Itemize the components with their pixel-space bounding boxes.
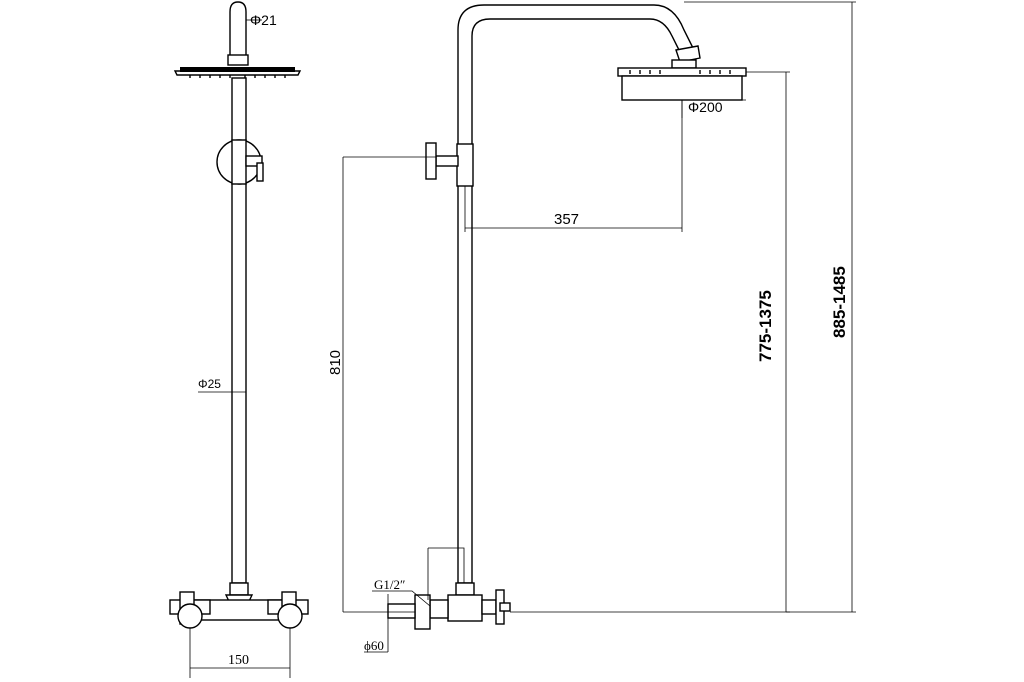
side-arch-outer <box>457 4 695 148</box>
side-view: Φ200 357 810 G1/2″ ϕ60 775-1375 885-1485 <box>327 1 856 653</box>
front-shower-head <box>173 67 302 78</box>
label-phi200: Φ200 <box>688 99 723 115</box>
label-phi21: Φ21 <box>250 12 277 28</box>
label-dim357: 357 <box>554 211 579 228</box>
label-range-total: 885-1485 <box>830 266 849 338</box>
label-dim810: 810 <box>327 350 344 375</box>
side-arch-inner <box>471 18 681 148</box>
side-mixer <box>387 582 511 630</box>
front-arm <box>229 1 247 55</box>
side-slider <box>425 142 474 187</box>
front-view: Φ21 Φ25 150 <box>169 1 309 678</box>
side-shower-head <box>617 67 747 101</box>
label-phi60: ϕ60 <box>364 638 384 653</box>
label-g12: G1/2″ <box>374 577 405 592</box>
label-range-head: 775-1375 <box>756 290 775 362</box>
front-mixer <box>169 582 309 629</box>
front-slider <box>216 139 264 185</box>
label-dim150: 150 <box>228 653 249 668</box>
label-phi25: Φ25 <box>198 377 221 391</box>
